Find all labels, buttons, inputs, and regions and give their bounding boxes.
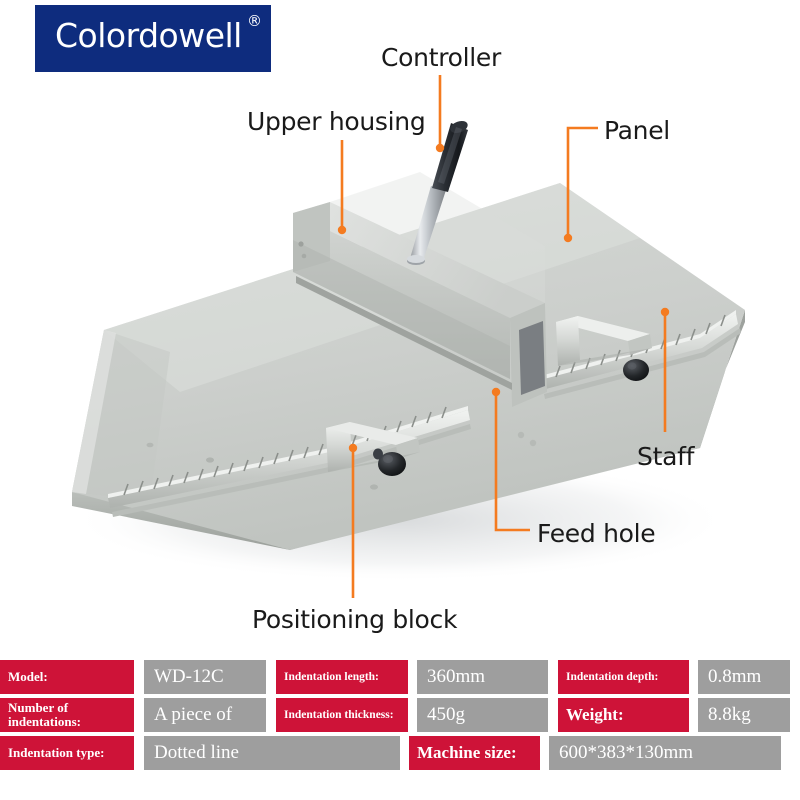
specification-table: Model: WD-12C Indentation length: 360mm …	[0, 655, 800, 800]
table-row: Indentation type: Dotted line Machine si…	[0, 736, 800, 770]
cell-gap	[689, 698, 698, 732]
spec-label-machine-size: Machine size:	[409, 736, 540, 770]
brand-logo-block: Colordowell ®	[35, 5, 271, 72]
upper-housing-part	[293, 172, 547, 447]
registered-trademark-icon: ®	[247, 12, 262, 30]
spec-value-indentation-depth: 0.8mm	[698, 660, 790, 694]
front-ruler-rail	[108, 406, 471, 517]
cell-gap	[134, 736, 144, 770]
spec-label-weight: Weight:	[558, 698, 689, 732]
staff-slider	[556, 316, 652, 381]
callout-label-staff: Staff	[637, 442, 695, 471]
spec-value-indentation-type: Dotted line	[144, 736, 400, 770]
callout-anchor-dots	[337, 143, 670, 453]
table-row: Model: WD-12C Indentation length: 360mm …	[0, 660, 800, 694]
cell-gap	[548, 698, 558, 732]
callout-label-panel: Panel	[604, 116, 670, 145]
cell-gap	[689, 660, 698, 694]
callout-label-controller: Controller	[381, 43, 501, 72]
spec-value-indentation-length: 360mm	[417, 660, 548, 694]
callout-label-upper-housing: Upper housing	[247, 107, 426, 136]
cell-gap	[548, 660, 558, 694]
callout-label-feed-hole: Feed hole	[537, 519, 656, 548]
brand-wordmark: Colordowell	[55, 16, 242, 55]
cell-gap	[134, 660, 144, 694]
spec-label-number-of-indentations: Number of indentations:	[0, 698, 134, 732]
callout-label-positioning-block: Positioning block	[252, 605, 458, 634]
cell-gap	[408, 698, 417, 732]
cell-gap	[400, 736, 409, 770]
spec-label-indentation-depth: Indentation depth:	[558, 660, 689, 694]
cell-gap	[408, 660, 417, 694]
positioning-block-part	[326, 422, 420, 476]
cell-gap	[134, 698, 144, 732]
cell-gap	[266, 698, 276, 732]
spec-value-number-of-indentations: A piece of	[144, 698, 266, 732]
creasing-machine-photo	[70, 75, 745, 598]
cell-gap	[266, 660, 276, 694]
spec-label-indentation-type: Indentation type:	[0, 736, 134, 770]
table-row: Number of indentations: A piece of Inden…	[0, 698, 800, 732]
spec-label-model: Model:	[0, 660, 134, 694]
callout-leader-lines	[340, 75, 667, 598]
spec-label-indentation-thickness: Indentation thickness:	[276, 698, 408, 732]
product-illustration: Controller Upper housing Panel Staff Fee…	[70, 43, 745, 634]
spec-value-model: WD-12C	[144, 660, 266, 694]
controller-handle-part	[407, 120, 468, 265]
cell-gap	[540, 736, 549, 770]
spec-value-weight: 8.8kg	[698, 698, 790, 732]
spec-value-indentation-thickness: 450g	[417, 698, 548, 732]
spec-label-indentation-length: Indentation length:	[276, 660, 408, 694]
spec-value-machine-size: 600*383*130mm	[549, 736, 781, 770]
